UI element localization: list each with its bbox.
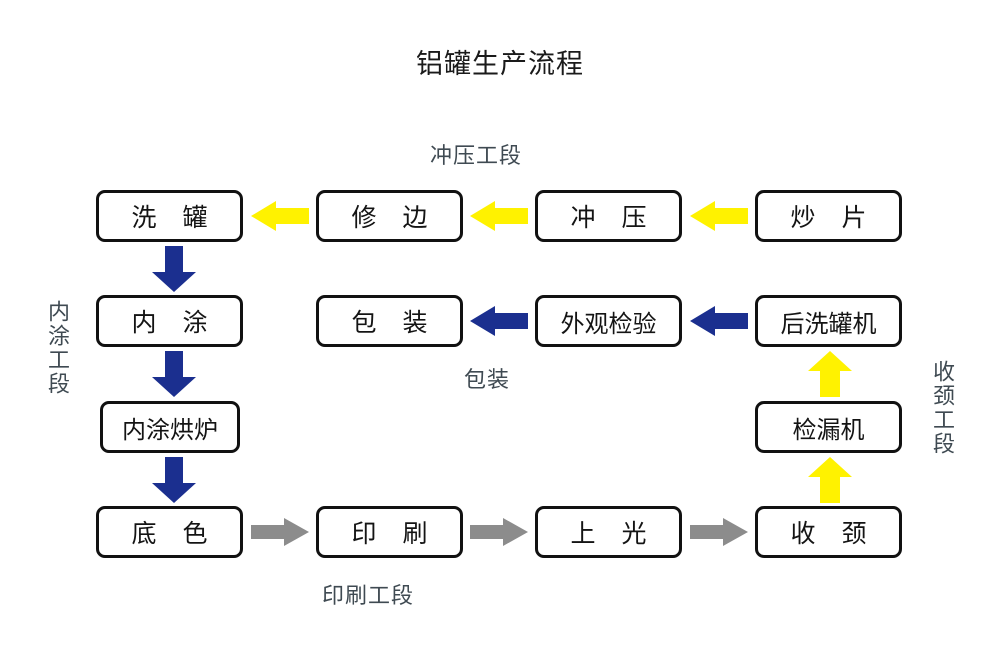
arrow-trim-to-wash-can <box>251 201 309 231</box>
node-necking-label: 收 颈 <box>790 519 876 548</box>
arrow-necking-to-leak-detector <box>808 457 852 503</box>
section-label-stamping: 冲压工段 <box>430 144 523 169</box>
arrow-inner-coat-to-oven <box>152 351 196 397</box>
node-necking[interactable]: 收 颈 <box>755 506 902 558</box>
page-title: 铝罐生产流程 <box>416 49 584 80</box>
node-wash-can-label: 洗 罐 <box>131 203 217 232</box>
arrow-cut-sheet-to-stamp <box>690 201 748 231</box>
arrow-post-washer-to-appearance-inspect <box>690 306 748 336</box>
node-stamp-label: 冲 压 <box>570 203 656 232</box>
arrow-varnish-to-necking <box>690 518 748 546</box>
arrow-wash-can-to-inner-coat <box>152 246 196 292</box>
section-label-printing: 印刷工段 <box>322 584 415 609</box>
node-varnish-label: 上 光 <box>570 519 656 548</box>
arrow-oven-to-base-color <box>152 457 196 503</box>
node-base-color[interactable]: 底 色 <box>96 506 243 558</box>
arrow-leak-detector-to-post-washer <box>808 351 852 397</box>
section-label-packing: 包装 <box>464 368 511 393</box>
node-cut-sheet[interactable]: 炒 片 <box>755 190 902 242</box>
arrow-stamp-to-trim <box>470 201 528 231</box>
node-appearance-inspect[interactable]: 外观检验 <box>535 295 682 347</box>
node-cut-sheet-label: 炒 片 <box>790 203 876 232</box>
node-leak-detector[interactable]: 检漏机 <box>755 401 902 453</box>
node-varnish[interactable]: 上 光 <box>535 506 682 558</box>
node-packaging-label: 包 装 <box>351 308 437 337</box>
section-label-necking: 收颈工段 <box>929 360 954 456</box>
node-stamp[interactable]: 冲 压 <box>535 190 682 242</box>
node-wash-can[interactable]: 洗 罐 <box>96 190 243 242</box>
node-inner-coat-oven[interactable]: 内涂烘炉 <box>100 401 240 453</box>
node-inner-coat-label: 内 涂 <box>131 308 217 337</box>
arrow-base-color-to-printing <box>251 518 309 546</box>
node-trim[interactable]: 修 边 <box>316 190 463 242</box>
node-inner-coat-oven-label: 内涂烘炉 <box>122 415 218 444</box>
arrow-printing-to-varnish <box>470 518 528 546</box>
node-post-washer[interactable]: 后洗罐机 <box>755 295 902 347</box>
node-appearance-inspect-label: 外观检验 <box>560 309 657 338</box>
node-printing[interactable]: 印 刷 <box>316 506 463 558</box>
node-post-washer-label: 后洗罐机 <box>780 309 877 338</box>
node-packaging[interactable]: 包 装 <box>316 295 463 347</box>
node-trim-label: 修 边 <box>351 203 437 232</box>
arrow-appearance-inspect-to-packaging <box>470 306 528 336</box>
section-label-inner-coating: 内涂工段 <box>44 300 69 396</box>
node-inner-coat[interactable]: 内 涂 <box>96 295 243 347</box>
node-printing-label: 印 刷 <box>351 519 437 548</box>
node-leak-detector-label: 检漏机 <box>792 415 865 444</box>
node-base-color-label: 底 色 <box>131 519 217 548</box>
